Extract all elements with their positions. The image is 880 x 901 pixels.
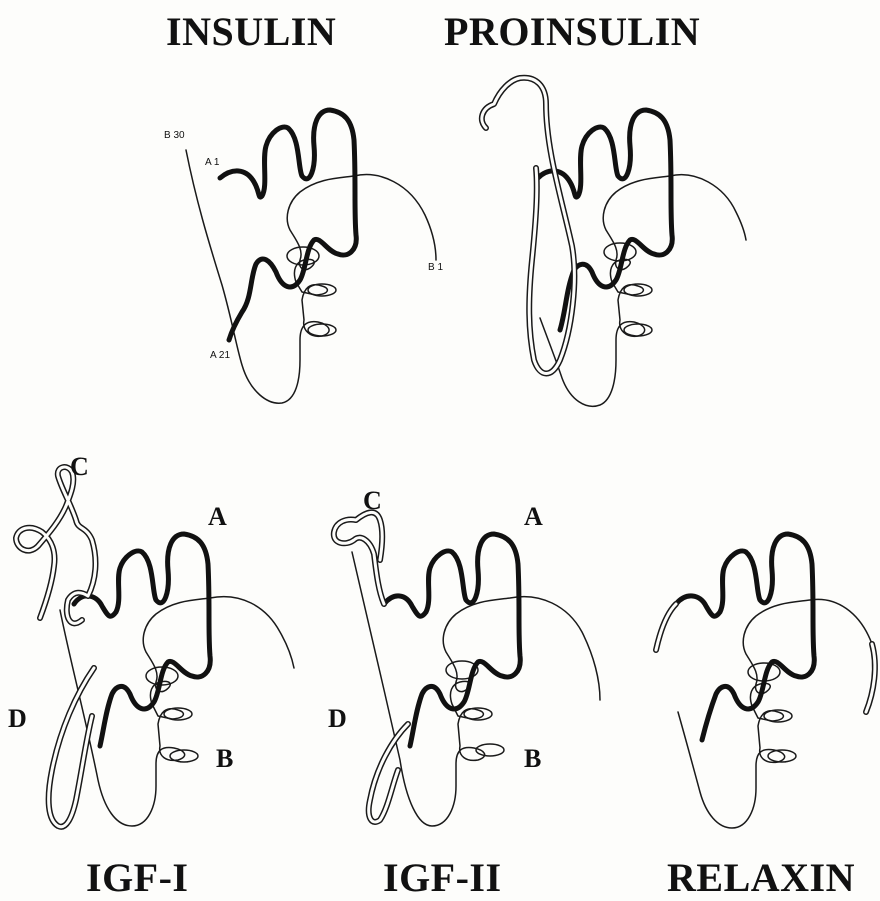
relaxin-a-chain — [676, 534, 814, 740]
